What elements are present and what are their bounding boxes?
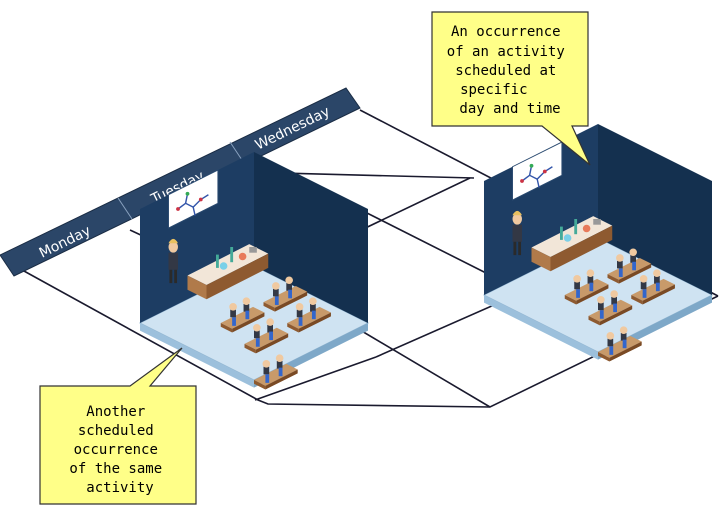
callout-bottom-line: Another xyxy=(86,404,145,420)
grid-row-line-5 xyxy=(254,356,377,401)
callout-top-line: scheduled at xyxy=(455,63,556,79)
callout-bottom-line: scheduled xyxy=(78,423,154,439)
callout-top-text: An occurrence of an activity scheduled a… xyxy=(447,24,573,117)
grid-row-line-3 xyxy=(359,329,491,408)
callout-bottom-line: activity xyxy=(86,480,153,496)
chemistry-classroom-icon xyxy=(484,122,712,361)
callout-top-line: day and time xyxy=(459,101,560,117)
callout-top-line: of an activity xyxy=(447,44,565,60)
callout-bottom-text: Another scheduled occurrence of the same… xyxy=(69,404,170,496)
grid-front-edge xyxy=(3,259,719,408)
callout-bottom-line: occurrence xyxy=(74,442,158,458)
grid-row-line-4 xyxy=(375,296,513,358)
callout-top: An occurrence of an activity scheduled a… xyxy=(431,11,591,166)
callout-bottom-line: of the same xyxy=(69,461,162,477)
callout-top-line: specific xyxy=(460,82,527,98)
callout-top-line: An occurrence xyxy=(451,24,561,40)
callout-bottom: Another scheduled occurrence of the same… xyxy=(39,347,197,505)
